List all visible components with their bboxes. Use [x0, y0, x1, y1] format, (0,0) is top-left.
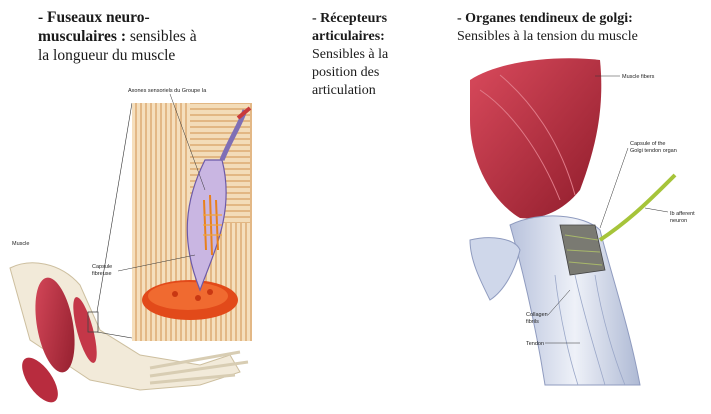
label-collagen-line1: Collagen	[526, 312, 548, 318]
label-capsule-line1: Capsule	[92, 264, 112, 270]
label-muscle: Muscle	[12, 241, 29, 247]
label-golgi-capsule-line1: Capsule of the	[630, 141, 665, 147]
golgi-tendon-organ	[470, 58, 675, 385]
ib-afferent-axon	[600, 175, 675, 240]
label-muscle-fibers: Muscle fibers	[622, 74, 655, 80]
label-golgi-capsule-line2: Golgi tendon organ	[630, 148, 677, 154]
label-capsule-line2: fibreuse	[92, 271, 112, 277]
label-afferent-line1: Ib afferent	[670, 211, 695, 217]
label-tendon: Tendon	[526, 341, 544, 347]
label-collagen-line2: fibrils	[526, 319, 539, 325]
label-axones: Axones sensoriels du Groupe Ia	[128, 88, 207, 94]
label-afferent-line2: neuron	[670, 218, 687, 224]
